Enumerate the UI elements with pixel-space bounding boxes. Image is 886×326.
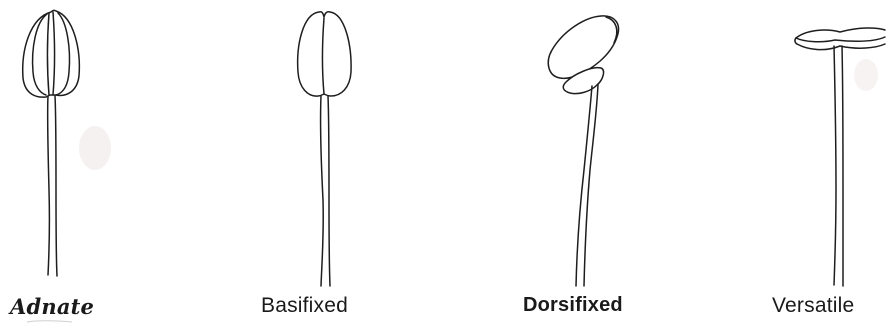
adnate-underline-mark <box>0 0 886 326</box>
anther-attachment-diagram: Adnate Basifixed Dorsifixed Versatile <box>0 0 886 326</box>
